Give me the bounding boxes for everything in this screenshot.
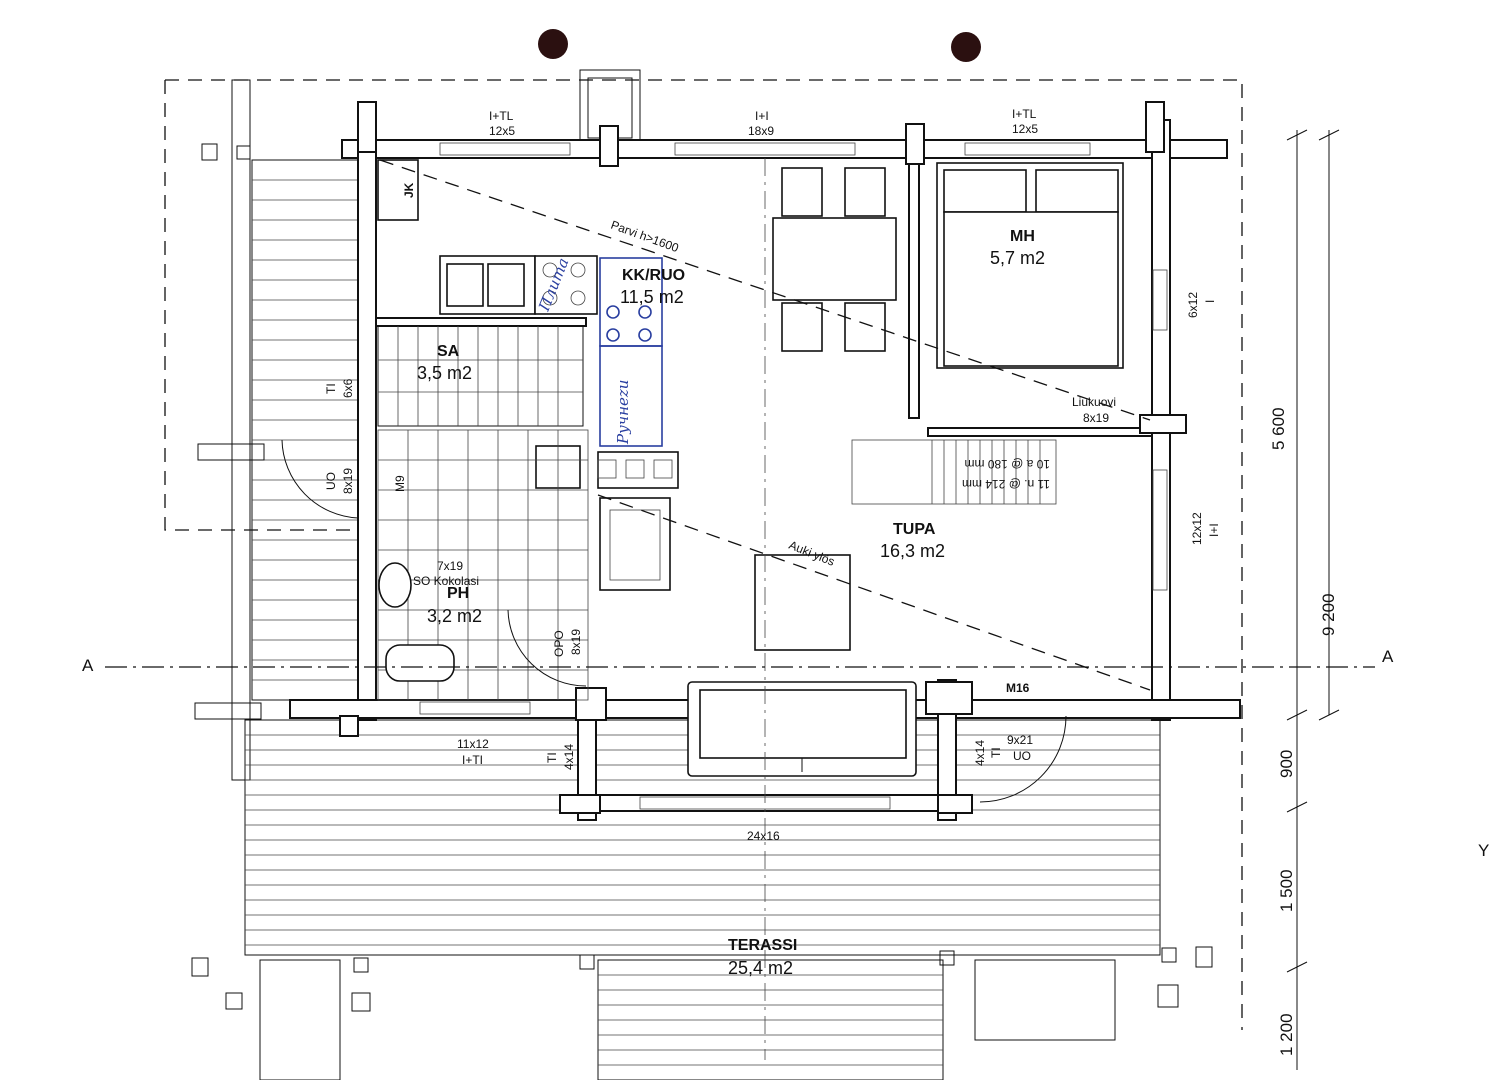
window-label-mh-b: I <box>1203 300 1217 303</box>
stair-treads: 11 n. @ 214 mm <box>962 477 1050 491</box>
window-label-tupa-a: 12x12 <box>1190 512 1204 545</box>
liukuovi-label: Liukuovi <box>1072 395 1116 409</box>
dimension-5600: 5 600 <box>1269 407 1288 450</box>
stair-risers: 10 a @ 180 mm <box>964 457 1050 471</box>
door-label-opo-b: 8x19 <box>569 629 583 655</box>
liukuovi-size: 8x19 <box>1083 411 1109 425</box>
door-label-left-a: UO <box>324 472 338 490</box>
room-name-tupa: TUPA <box>893 521 936 538</box>
room-name-terassi: TERASSI <box>728 937 797 954</box>
window-label-right-b: 12x5 <box>1012 122 1038 136</box>
room-area-mh: 5,7 m2 <box>990 248 1045 268</box>
window-label-ph-b: SO Kokolasi <box>413 574 479 588</box>
roof-outline <box>164 79 1243 1030</box>
label-jk: JK <box>402 182 416 198</box>
section-label-right: A <box>1382 647 1394 666</box>
window-label-porch-right-b: TI <box>989 747 1003 758</box>
dimension-1500: 1 500 <box>1277 869 1296 912</box>
kitchen-fixtures <box>377 159 663 447</box>
dimension-lines <box>1286 129 1340 1070</box>
room-area-ph: 3,2 m2 <box>427 606 482 626</box>
window-label-sa-b: 6x6 <box>341 378 355 398</box>
dimension-900: 900 <box>1277 750 1296 778</box>
door-label-left-b: 8x19 <box>341 468 355 494</box>
room-name-mh: MH <box>1010 228 1035 245</box>
dimension-1200: 1 200 <box>1277 1013 1296 1056</box>
window-label-right-a: I+TL <box>1012 107 1037 121</box>
sofa <box>687 681 917 777</box>
punch-hole-left <box>538 29 568 59</box>
window-label-mid-a: I+I <box>755 109 769 123</box>
window-label-terrace-b: I+TI <box>462 753 483 767</box>
window-label-bottom: 24x16 <box>747 829 780 843</box>
door-label-opo-a: OPO <box>552 630 566 657</box>
section-label-left: A <box>82 656 94 675</box>
room-area-sa: 3,5 m2 <box>417 363 472 383</box>
window-label-ph-a: 7x19 <box>437 559 463 573</box>
terrace-deck <box>244 719 1161 1080</box>
bathroom-floor <box>377 429 589 701</box>
stairs <box>851 439 1057 505</box>
room-area-tupa: 16,3 m2 <box>880 541 945 561</box>
window-label-porch-left-b: 4x14 <box>562 744 576 770</box>
door-label-uo-a: 9x21 <box>1007 733 1033 747</box>
loft-lines <box>379 158 1151 1060</box>
window-label-tupa-b: I+I <box>1207 523 1221 537</box>
punch-hole-right <box>951 32 981 62</box>
edge-char: Y <box>1478 841 1489 860</box>
window-label-sa-a: TI <box>324 383 338 394</box>
window-label-mid-b: 18x9 <box>748 124 774 138</box>
door-label-uo-b: UO <box>1013 749 1031 763</box>
dining-set <box>772 167 897 352</box>
room-area-terassi: 25,4 m2 <box>728 958 793 978</box>
bed <box>936 162 1124 369</box>
handwriting-oven: Pучнеzu <box>614 380 632 445</box>
room-name-kk: KK/RUO <box>622 267 685 284</box>
window-label-left-a: I+TL <box>489 109 514 123</box>
window-label-mh-a: 6x12 <box>1186 292 1200 318</box>
window-label-left-b: 12x5 <box>489 124 515 138</box>
window-label-porch-right-a: 4x14 <box>973 740 987 766</box>
window-label-terrace-a: 11x12 <box>457 737 489 751</box>
room-name-sa: SA <box>437 343 460 360</box>
bathroom-fixtures <box>378 562 455 682</box>
dimension-9200: 9 200 <box>1319 593 1338 636</box>
sauna-benches <box>377 325 679 591</box>
posts <box>191 143 1213 1012</box>
room-area-kk: 11,5 m2 <box>620 287 684 307</box>
left-deck <box>231 79 359 781</box>
label-m16: M16 <box>1006 681 1030 695</box>
label-m9: M9 <box>393 475 407 492</box>
door-swings <box>281 439 1067 803</box>
window-label-porch-left-a: TI <box>545 752 559 763</box>
fireplace <box>754 554 851 651</box>
room-name-ph: PH <box>447 585 469 602</box>
